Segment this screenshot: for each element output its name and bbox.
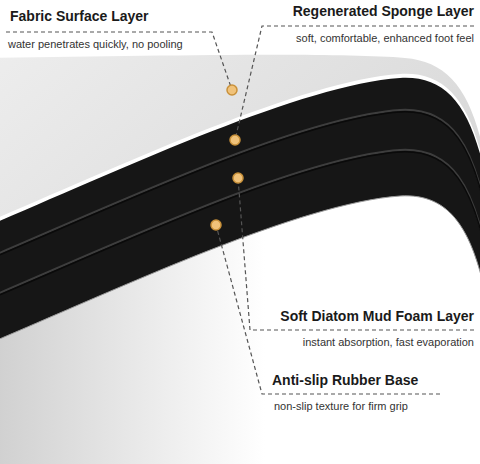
layer-name: Anti-slip Rubber Base bbox=[272, 372, 418, 388]
sponge-layer bbox=[0, 78, 480, 464]
layer-description: soft, comfortable, enhanced foot feel bbox=[296, 32, 474, 45]
layer-edge bbox=[0, 196, 480, 343]
layer-description: water penetrates quickly, no pooling bbox=[8, 38, 183, 51]
leader-line bbox=[6, 32, 232, 90]
layer-name: Regenerated Sponge Layer bbox=[293, 3, 474, 19]
callout-dot bbox=[227, 85, 237, 95]
callout-dot bbox=[230, 135, 240, 145]
layer-edge bbox=[0, 74, 480, 464]
layer-description: instant absorption, fast evaporation bbox=[303, 336, 474, 349]
leader-line bbox=[238, 178, 474, 330]
fabric-layer bbox=[0, 55, 480, 464]
leader-line bbox=[235, 26, 474, 140]
layer-name: Soft Diatom Mud Foam Layer bbox=[280, 308, 474, 324]
callout-dot bbox=[211, 220, 221, 230]
layer-description: non-slip texture for firm grip bbox=[274, 400, 408, 413]
callout-dot bbox=[233, 173, 243, 183]
layer-name: Fabric Surface Layer bbox=[10, 8, 149, 24]
